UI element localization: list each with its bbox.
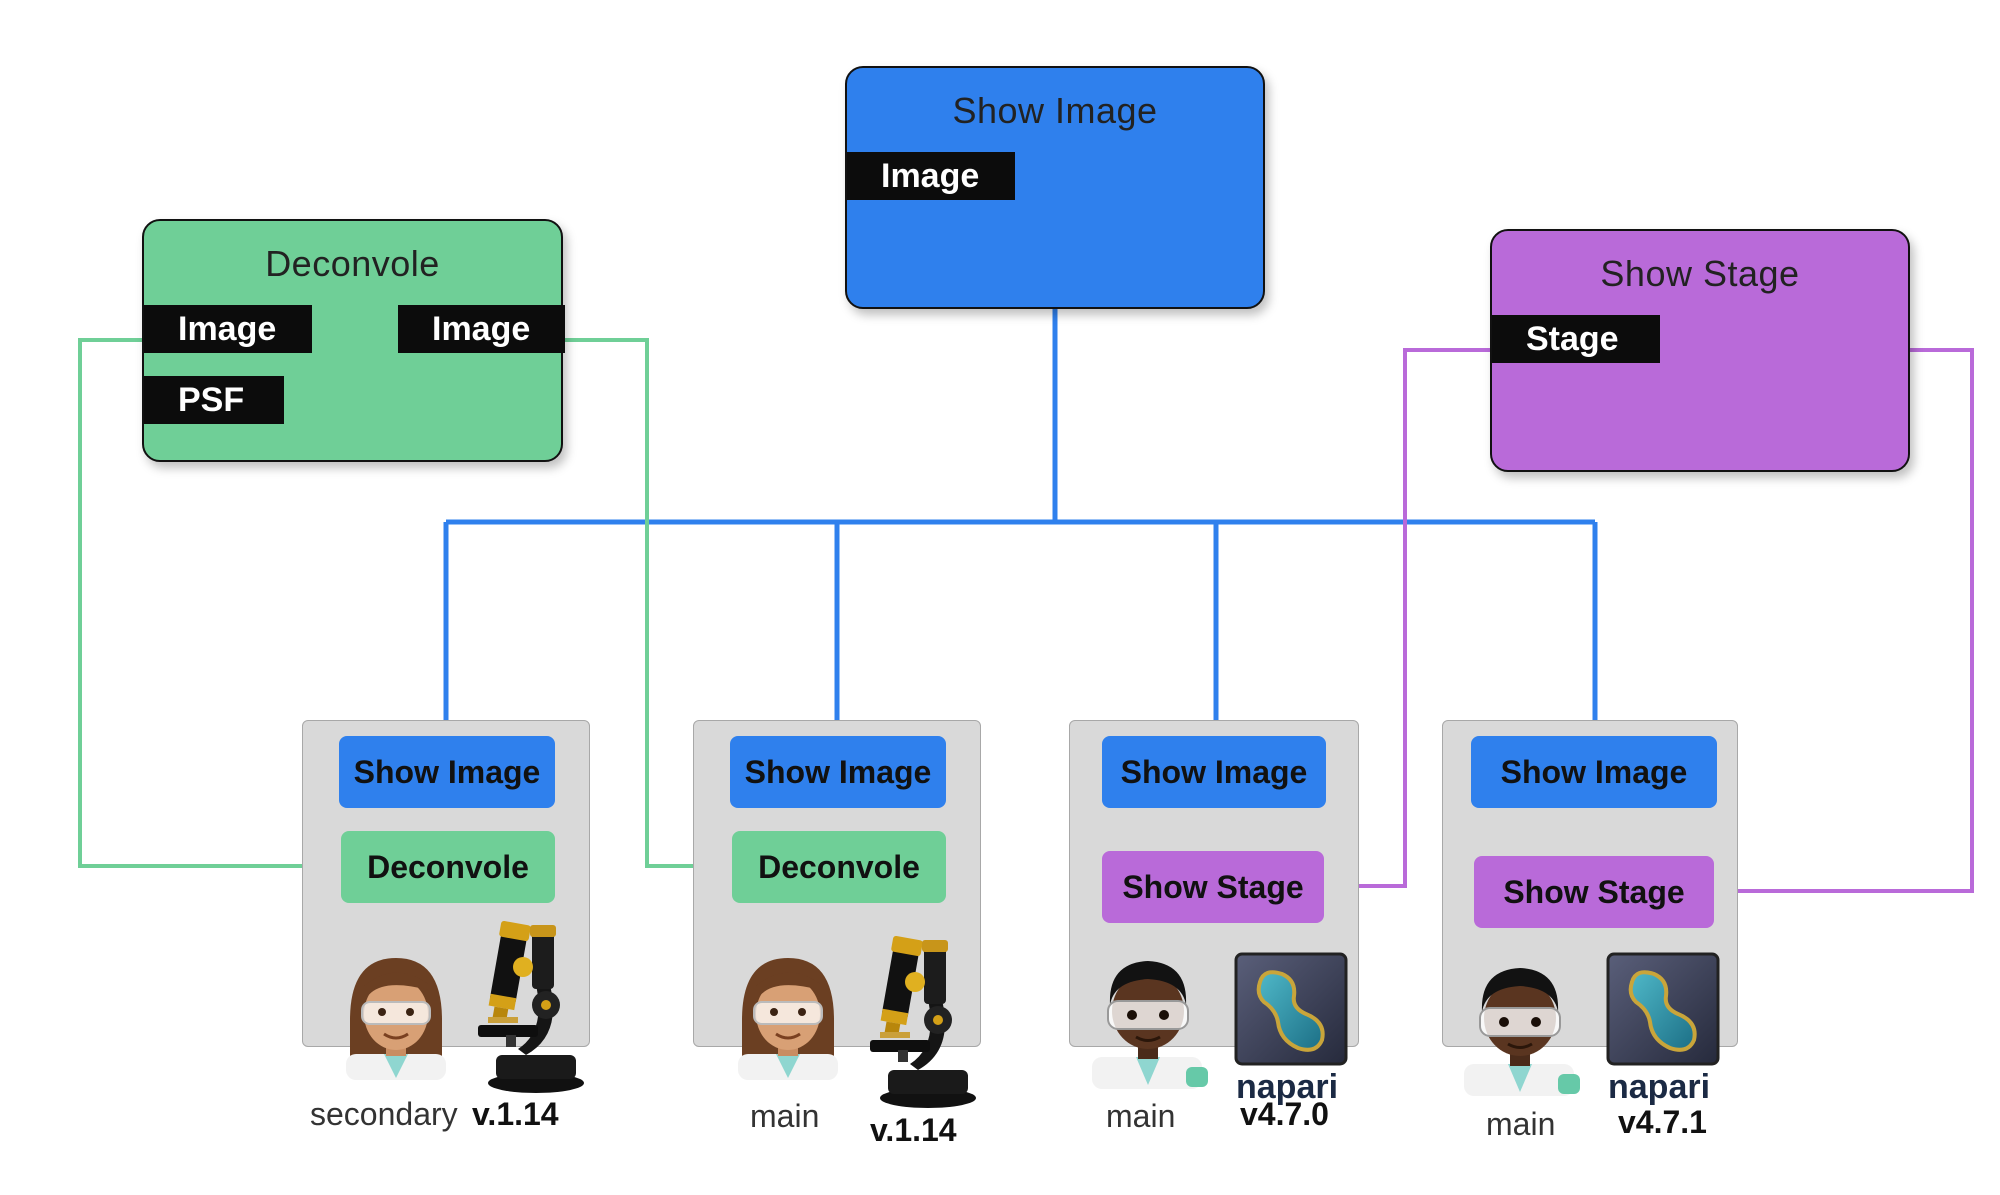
scientist-man-icon [1464, 968, 1580, 1096]
stage-port[interactable]: Stage [1492, 315, 1660, 363]
workflow-card: Show Image Deconvole [693, 720, 981, 1047]
image-port[interactable]: Image [847, 152, 1015, 200]
show-image-wires [443, 306, 1598, 735]
show-stage-widget[interactable]: Show Stage [1102, 851, 1324, 923]
image-output-port[interactable]: Image [398, 305, 565, 353]
branch-label: main [1486, 1106, 1556, 1142]
show-image-widget[interactable]: Show Image [339, 736, 555, 808]
psf-input-port[interactable]: PSF [144, 376, 284, 424]
branch-label: main [1106, 1098, 1176, 1134]
image-input-port[interactable]: Image [144, 305, 312, 353]
deconvole-wires [78, 338, 732, 868]
app-name-label: napari [1608, 1068, 1711, 1106]
version-label: v.1.14 [870, 1112, 957, 1148]
branch-label: secondary [310, 1096, 458, 1132]
deconvole-node[interactable]: Deconvole Image PSF Image [142, 219, 565, 462]
show-stage-node[interactable]: Show Stage Stage [1490, 229, 1910, 472]
microscope-icon [870, 935, 976, 1108]
show-image-node[interactable]: Show Image Image [845, 66, 1265, 309]
scientist-man-icon [1092, 961, 1208, 1089]
deconvole-widget[interactable]: Deconvole [732, 831, 946, 903]
version-label: v.1.14 [472, 1096, 559, 1132]
show-stage-wires [1322, 348, 1974, 893]
node-title: Deconvole [265, 243, 440, 284]
show-image-widget[interactable]: Show Image [1102, 736, 1326, 808]
scientist-woman-icon [346, 958, 446, 1080]
scientist-woman-icon [738, 958, 838, 1080]
node-title: Show Stage [1600, 253, 1800, 294]
app-name-label: napari [1236, 1068, 1339, 1106]
show-stage-widget[interactable]: Show Stage [1474, 856, 1714, 928]
version-label: v4.7.1 [1618, 1104, 1707, 1140]
napari-logo-icon [1234, 952, 1348, 1066]
node-title: Show Image [952, 90, 1158, 131]
branch-label: main [750, 1098, 820, 1134]
show-image-widget[interactable]: Show Image [1471, 736, 1717, 808]
microscope-icon [478, 920, 584, 1093]
deconvole-widget[interactable]: Deconvole [341, 831, 555, 903]
show-image-widget[interactable]: Show Image [730, 736, 946, 808]
napari-logo-icon [1606, 952, 1720, 1066]
version-label: v4.7.0 [1240, 1096, 1329, 1132]
